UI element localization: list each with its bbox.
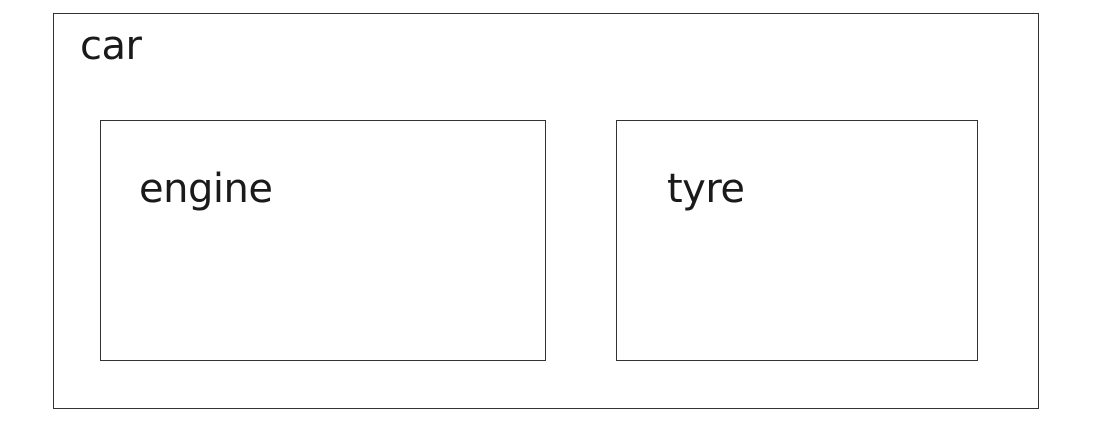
engine-label: engine	[139, 166, 273, 212]
car-label: car	[80, 23, 142, 69]
engine-component-box: engine	[100, 120, 546, 361]
tyre-component-box: tyre	[616, 120, 978, 361]
tyre-label: tyre	[667, 166, 745, 212]
